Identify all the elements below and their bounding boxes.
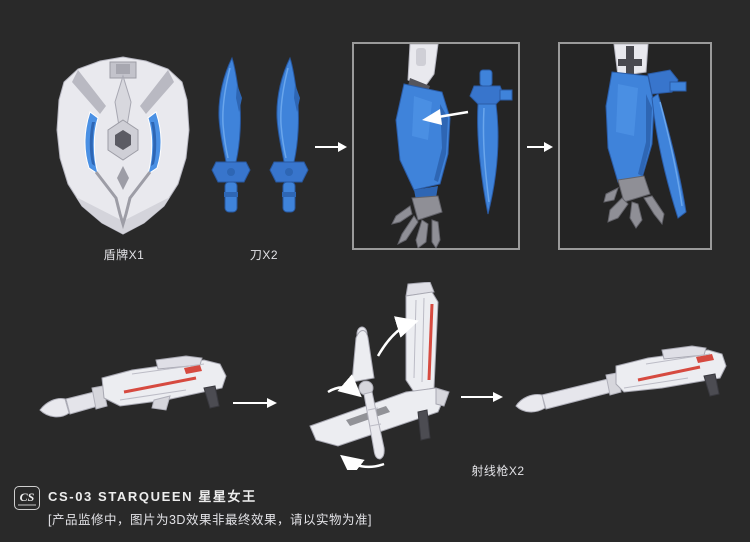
curved-arrow-icon xyxy=(340,454,385,470)
shield-graphic xyxy=(56,56,190,235)
ray-gun-transforming-graphic xyxy=(309,282,450,470)
assembly-step-1-box xyxy=(352,42,520,250)
brand-logo: CS xyxy=(14,486,40,510)
knife-attach-step1-graphic xyxy=(391,43,513,249)
assembly-step-2-box xyxy=(558,42,712,250)
product-disclaimer: [产品监修中，图片为3D效果非最终效果，请以实物为准] xyxy=(48,513,372,527)
footer: CS CS-03 STARQUEEN 星星女王 [产品监修中，图片为3D效果非最… xyxy=(14,486,372,528)
knife-detached-graphic xyxy=(469,69,513,215)
arrow-right-icon xyxy=(315,142,347,152)
shield-label: 盾牌X1 xyxy=(103,248,145,262)
ray-gun-deployed-graphic xyxy=(515,345,727,413)
arrow-right-icon xyxy=(461,392,503,402)
product-code: CS-03 STARQUEEN 星星女王 xyxy=(48,489,257,504)
knife-graphic xyxy=(269,56,309,213)
arrow-right-icon xyxy=(233,398,277,408)
curved-arrow-icon xyxy=(327,374,362,398)
brand-logo-microtext xyxy=(18,503,36,506)
knife-label: 刀X2 xyxy=(249,248,279,262)
brand-logo-text: CS xyxy=(19,489,35,504)
knife-graphic xyxy=(211,56,251,213)
attach-arrow-icon xyxy=(422,109,469,125)
arrow-right-icon xyxy=(527,142,553,152)
ray-gun-collapsed-graphic xyxy=(39,355,227,418)
curved-arrow-icon xyxy=(376,316,419,357)
ray-gun-label: 射线枪X2 xyxy=(471,464,525,478)
knife-attach-step2-graphic xyxy=(603,43,687,229)
